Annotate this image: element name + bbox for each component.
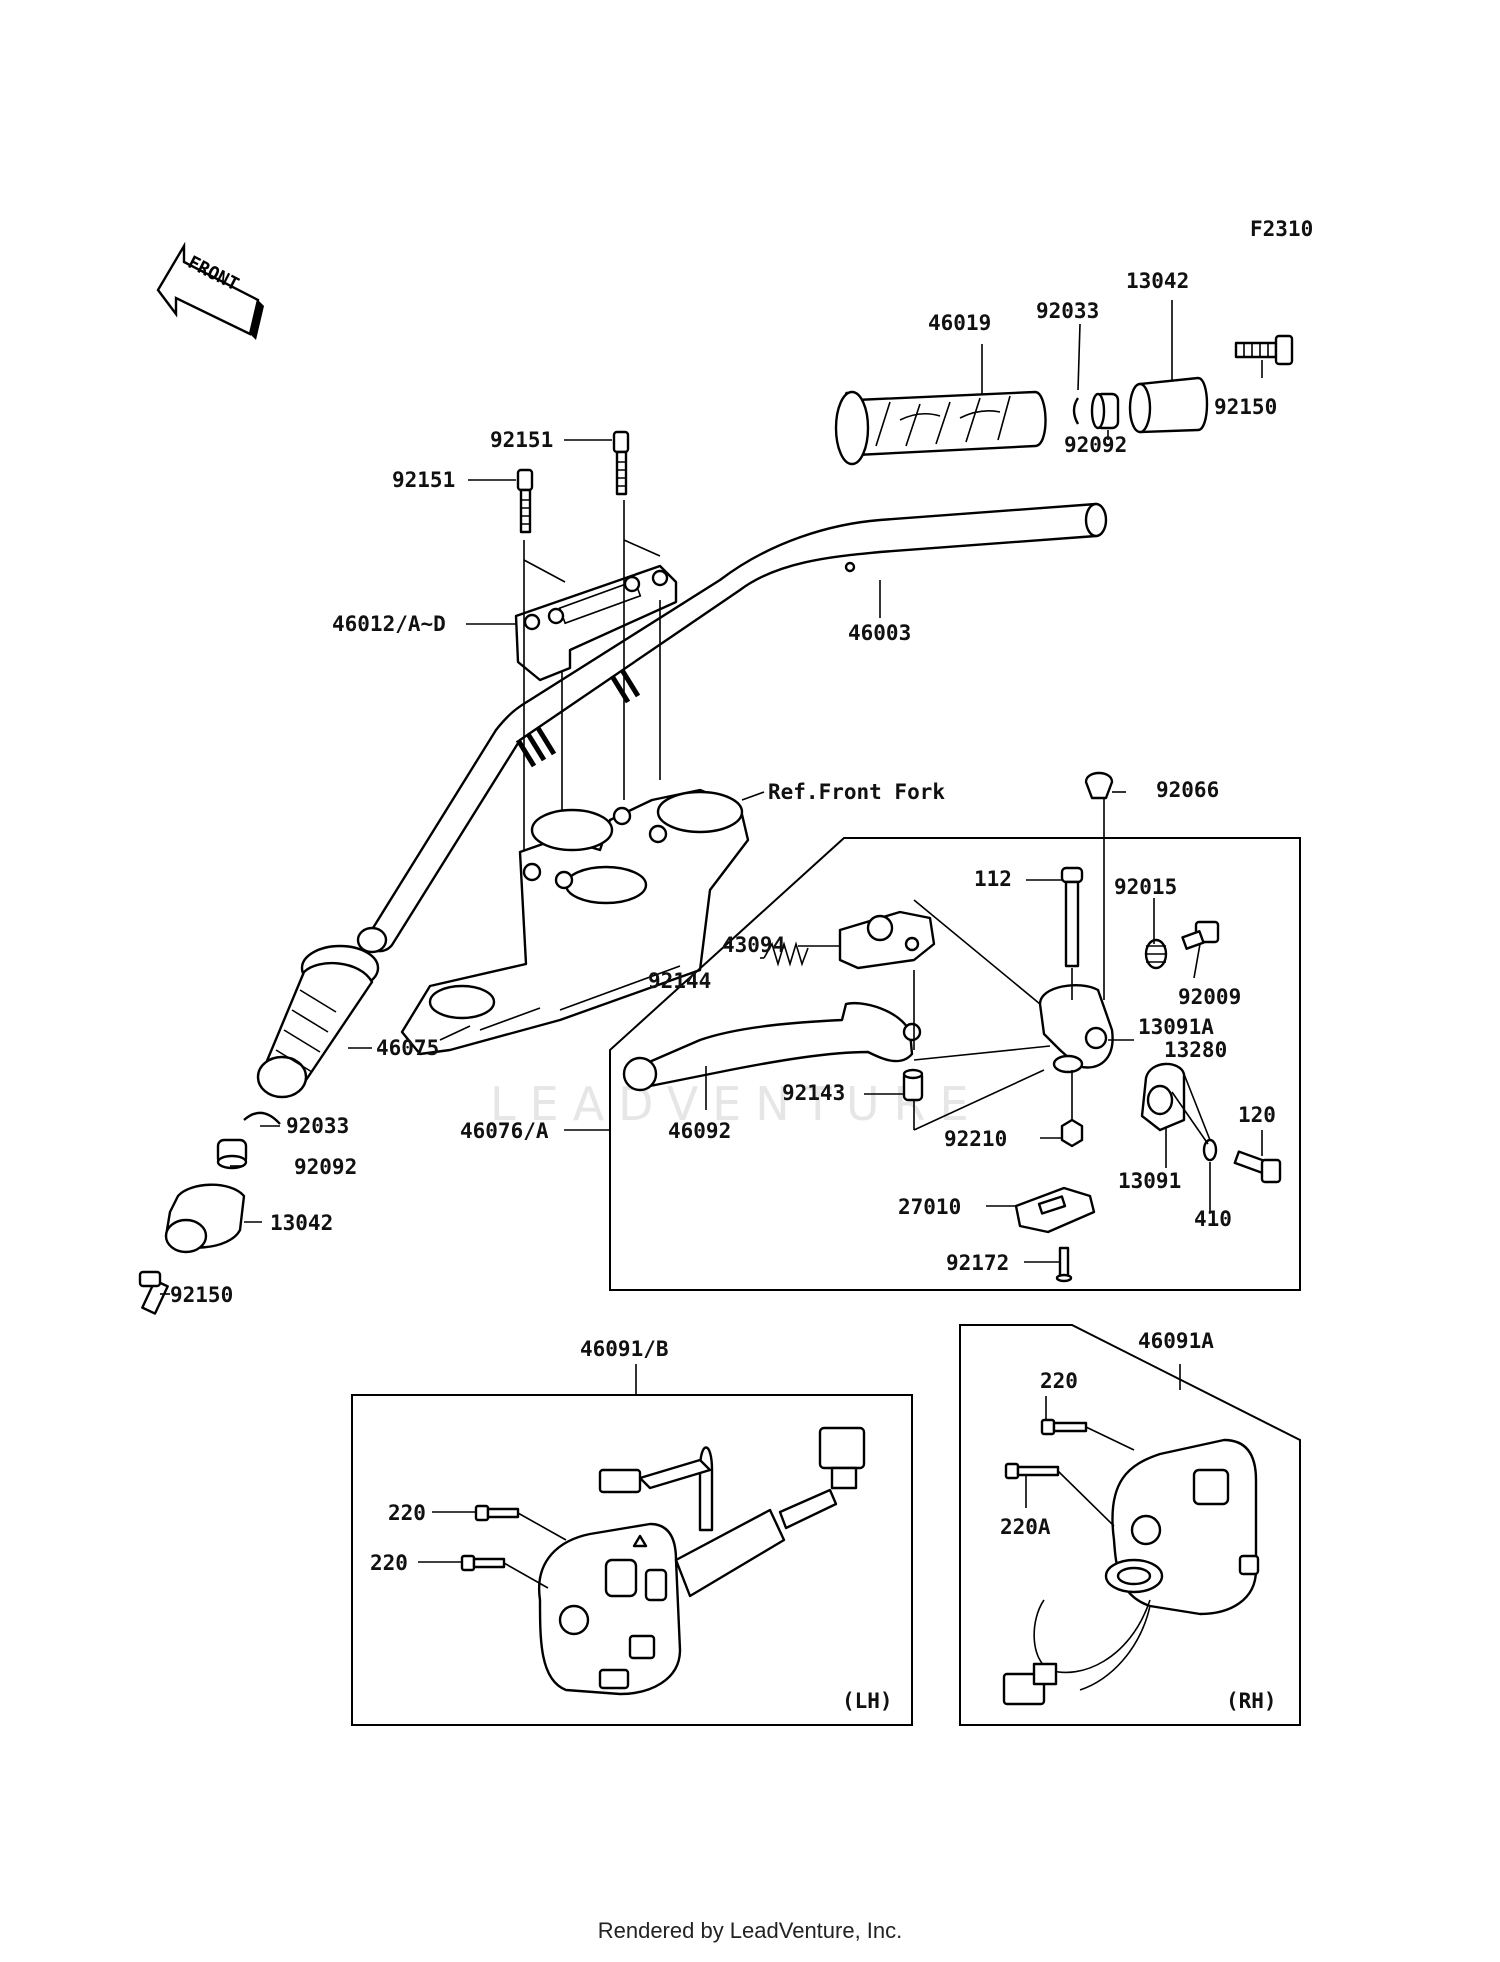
label-46075: 46075 <box>376 1036 439 1060</box>
washer-410 <box>1202 1138 1218 1162</box>
label-13091: 13091 <box>1118 1169 1181 1193</box>
right-grip <box>834 390 1047 466</box>
lh-guide-lines <box>503 1512 567 1589</box>
label-92066: 92066 <box>1156 778 1219 802</box>
rh-switch-harness <box>1002 1599 1151 1706</box>
label-46091A: 46091A <box>1138 1329 1214 1353</box>
screw-92150-right <box>1234 334 1294 366</box>
rh-guide-lines <box>1057 1426 1135 1527</box>
clutch-lever-46092 <box>622 1001 922 1092</box>
watermark: LEADVENTURE <box>490 1077 983 1131</box>
screw-92150-left <box>138 1270 169 1315</box>
screw-220-lh-bottom <box>460 1554 506 1572</box>
screw-220A-rh <box>1004 1462 1060 1480</box>
screw-120 <box>1233 1150 1282 1184</box>
clutch-guide-lines <box>913 798 1211 1145</box>
switch-27010 <box>1014 1186 1096 1234</box>
label-46091-B: 46091/B <box>580 1337 669 1361</box>
washer-92015 <box>1144 938 1168 970</box>
label-92092-right: 92092 <box>1064 433 1127 457</box>
bolt-112 <box>1060 866 1084 968</box>
handlebar-tube <box>356 502 1108 954</box>
adjuster-43094 <box>838 910 936 970</box>
lh-switch-box <box>351 1394 913 1726</box>
label-92144: 92144 <box>648 969 711 993</box>
label-92172: 92172 <box>946 1251 1009 1275</box>
label-92150-left: 92150 <box>170 1283 233 1307</box>
spring-92144 <box>763 941 809 967</box>
bolt-92151-left <box>516 468 534 534</box>
label-rh: (RH) <box>1226 1689 1277 1713</box>
label-46076: 46076/A <box>460 1119 549 1143</box>
label-92210: 92210 <box>944 1127 1007 1151</box>
label-220A: 220A <box>1000 1515 1051 1539</box>
label-92009: 92009 <box>1178 985 1241 1009</box>
label-92151-left: 92151 <box>392 468 455 492</box>
label-46092: 46092 <box>668 1119 731 1143</box>
label-92033-left: 92033 <box>286 1114 349 1138</box>
lh-switch-housing <box>537 1522 682 1696</box>
label-92015: 92015 <box>1114 875 1177 899</box>
screw-220-rh <box>1040 1418 1088 1436</box>
screw-92172 <box>1055 1246 1073 1283</box>
label-13042-left: 13042 <box>270 1211 333 1235</box>
label-13091A: 13091A <box>1138 1015 1214 1039</box>
label-92150-right: 92150 <box>1214 395 1277 419</box>
label-92033-right: 92033 <box>1036 299 1099 323</box>
label-46019: 46019 <box>928 311 991 335</box>
nut-92210 <box>1060 1118 1084 1148</box>
label-120: 120 <box>1238 1103 1276 1127</box>
rh-switch-box <box>959 1324 1301 1726</box>
rh-switch-housing <box>1104 1438 1260 1616</box>
label-27010: 27010 <box>898 1195 961 1219</box>
label-ref-front-fork: Ref.Front Fork <box>768 780 945 804</box>
handlebar-holder-46012 <box>514 564 678 682</box>
label-92143: 92143 <box>782 1081 845 1105</box>
screw-92009 <box>1181 920 1220 950</box>
bolt-guide-lines <box>523 500 661 880</box>
label-92092-left: 92092 <box>294 1155 357 1179</box>
clutch-lever-box <box>609 837 1301 1291</box>
part-labels: 46019 92033 13042 92150 92092 92151 9215… <box>170 269 1277 1713</box>
weight-inner-92092-left <box>216 1138 248 1170</box>
label-112: 112 <box>974 867 1012 891</box>
weight-inner-92092-right <box>1090 392 1120 430</box>
label-220-lh-top: 220 <box>388 1501 426 1525</box>
label-43094: 43094 <box>722 933 785 957</box>
label-220-lh-bottom: 220 <box>370 1551 408 1575</box>
left-grip-46075 <box>256 944 380 1099</box>
label-92151-top: 92151 <box>490 428 553 452</box>
bar-end-weight-13042-left <box>164 1183 246 1254</box>
fork-upper-bracket <box>400 788 750 1056</box>
label-220-rh: 220 <box>1040 1369 1078 1393</box>
collar-92143 <box>902 1068 924 1102</box>
screw-220-lh-top <box>474 1504 520 1522</box>
diagram-code: F2310 <box>1250 217 1313 241</box>
label-13280: 13280 <box>1164 1038 1227 1062</box>
leader-lines <box>160 300 1263 1563</box>
lever-holder-13091A <box>1038 983 1114 1074</box>
clamp-13091 <box>1140 1062 1186 1132</box>
lh-switch-harness <box>598 1426 866 1598</box>
circlip-92033-right <box>1072 397 1080 425</box>
label-410: 410 <box>1194 1207 1232 1231</box>
label-13042-right: 13042 <box>1126 269 1189 293</box>
cap-92066 <box>1084 771 1114 800</box>
bar-end-weight-13042-right <box>1128 376 1209 434</box>
front-arrow-icon: FRONT <box>156 241 264 340</box>
footer-credit: Rendered by LeadVenture, Inc. <box>597 1918 903 1943</box>
label-lh: (LH) <box>842 1689 893 1713</box>
bolt-92151-right <box>612 430 630 496</box>
label-46003: 46003 <box>848 621 911 645</box>
label-46012: 46012/A~D <box>332 612 446 636</box>
circlip-92033-left <box>243 1111 281 1125</box>
